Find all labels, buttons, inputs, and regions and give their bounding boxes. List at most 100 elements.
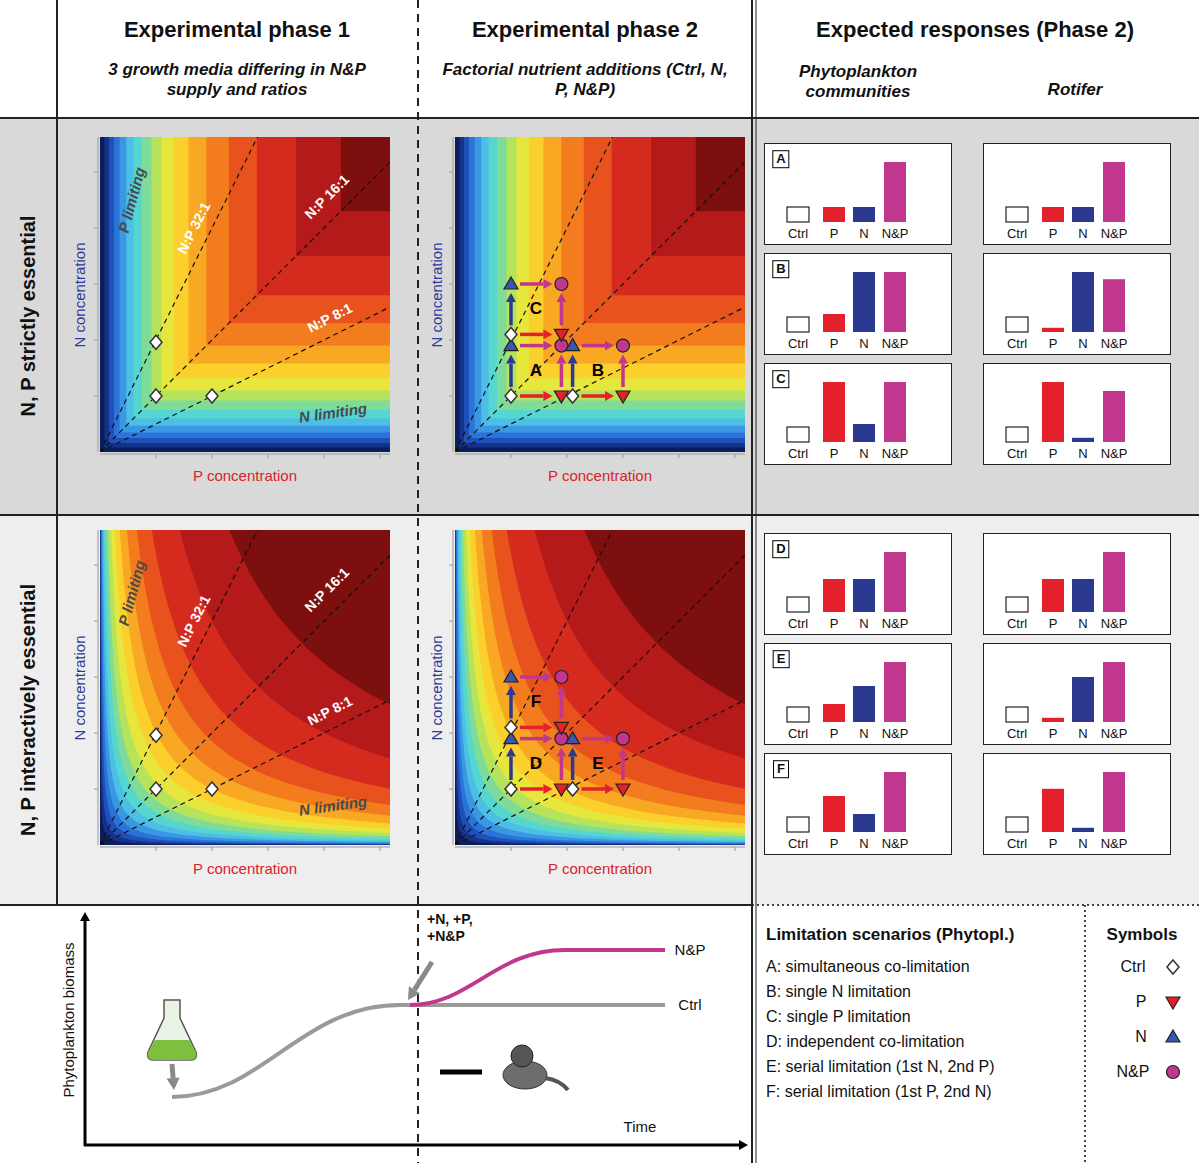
contour-band [584,530,745,704]
bar [1103,662,1125,722]
label-text: N:P 16:1 [301,171,352,222]
rule [751,0,753,1163]
tick-mark [94,284,98,285]
tick-mark [511,454,512,458]
ratio-line [455,162,745,452]
ctrl-diamond [505,782,517,796]
label-text: B [592,361,604,381]
contour-band [469,137,745,438]
axis [98,530,99,845]
p-triangle [554,329,568,341]
panel: Experimental phase 13 growth media diffe… [57,0,418,118]
tick-mark [268,847,269,851]
label-text: N&P [1101,726,1128,742]
p-triangle [1166,997,1180,1009]
bar [1042,328,1064,332]
label-text: N [859,226,868,242]
bar [853,579,875,612]
bar [1103,162,1125,222]
contour-band [100,530,390,845]
contour-band [127,530,390,816]
rule-dotted [752,904,1199,906]
contour-band [101,530,391,845]
bar [1072,828,1094,832]
bar [1103,552,1125,612]
label-text: N:P 8:1 [305,693,355,730]
tick-mark [735,847,736,851]
arrow-line [582,344,605,348]
bar [1103,772,1125,832]
arrow-head [506,686,516,695]
arrow-line [509,757,513,780]
bar [853,424,875,442]
arrow-head [556,355,566,364]
arrow-head [556,686,566,695]
label-text: N [1078,836,1087,852]
arrow-line [520,333,543,337]
label-text: N concentration [428,242,446,347]
panel: Limitation scenarios (Phytopl.)A: simult… [752,905,1085,1163]
tick-mark [449,228,453,229]
panel: SymbolsCtrlPNN&P [1085,905,1199,1163]
rule-dotted [1084,905,1086,1163]
label-text: Ctrl [1007,616,1027,632]
rotifer-head [511,1045,533,1067]
bar [1072,207,1094,222]
label-text: P [1049,616,1058,632]
bar-chart-box: BCtrlPNN&P [764,253,952,355]
bar-chart-box: CtrlPNN&P [983,753,1171,855]
rule [0,904,752,906]
arrow-head [568,748,578,757]
contour-band [106,530,390,839]
contour-band [455,530,745,845]
label-text: B: single N limitation [766,982,911,1001]
contour-band [543,137,745,364]
arrow-head [618,748,628,757]
bar [853,272,875,332]
contour-band [104,137,390,448]
arrow-head [605,784,614,794]
panel: FDEN concentrationP concentration [420,513,750,903]
tick-mark [449,565,453,566]
label-text: E: serial limitation (1st N, 2nd P) [766,1057,995,1076]
np-circle [617,732,630,745]
arrow-line [582,787,605,791]
bar [884,272,906,332]
label-text: N:P 32:1 [174,592,214,649]
contour-band [470,530,745,829]
arrow-head [556,748,566,757]
n-triangle [566,339,580,351]
label-text: N [1078,446,1087,462]
label-text: P [1049,226,1058,242]
arrow-head [556,293,566,302]
bar [1006,817,1028,832]
label-text: A: simultaneous co-limitation [766,957,970,976]
label-text: N&P [882,336,909,352]
label-text: A [772,150,789,168]
bar [884,662,906,722]
contour-plot [455,530,745,845]
contour-band [152,530,390,789]
arrow-head [166,1078,179,1090]
label-text: N [1078,226,1087,242]
label-text: P concentration [193,860,297,878]
label-text: E [592,754,603,774]
contour-band [461,530,745,839]
contour-plot [455,137,745,452]
contour-band [535,530,745,759]
bar-chart-box: CtrlPNN&P [983,253,1171,355]
np-curve [410,950,665,1005]
arrow-line [520,344,543,348]
bar [823,796,845,832]
ratio-line [100,137,258,452]
contour-band [696,137,745,211]
flask-culture [148,1040,197,1060]
ratio-line [100,162,390,452]
contour-band [115,530,390,829]
contour-plot [100,137,390,452]
contour-band [206,137,390,346]
label-text: P [830,836,839,852]
contour-band [475,530,745,823]
bar-chart-box: CtrlPNN&P [983,643,1171,745]
arrow-head [543,734,552,744]
